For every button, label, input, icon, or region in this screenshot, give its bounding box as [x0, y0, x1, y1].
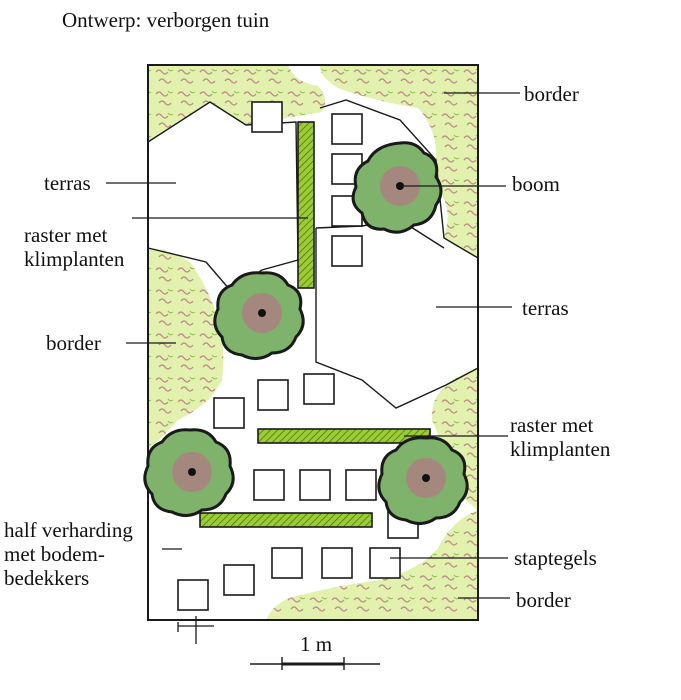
- label-raster-right: raster met klimplanten: [510, 413, 610, 461]
- stepping-stone: [303, 373, 335, 405]
- label-line: klimplanten: [510, 437, 611, 461]
- stepping-stone: [257, 379, 289, 411]
- label-line: raster met: [24, 223, 108, 247]
- label-boom: boom: [512, 172, 560, 196]
- border-planting-top-left: [148, 65, 326, 142]
- stepping-stone: [223, 564, 255, 596]
- trellis-vertical: [297, 121, 315, 289]
- label-line: klimplanten: [24, 247, 125, 271]
- stepping-stone: [213, 397, 245, 429]
- stepping-stone: [299, 469, 331, 501]
- label-border-bottom-right: border: [516, 588, 571, 612]
- scale-bar: [250, 657, 380, 670]
- trellis-horizontal-lower: [199, 512, 373, 528]
- border-planting-bottom: [266, 510, 478, 620]
- stepping-stone: [251, 101, 283, 133]
- label-half-verharding: half verharding met bodem- bedekkers: [4, 518, 133, 590]
- stepping-stones: [177, 101, 419, 611]
- label-staptegels: staptegels: [514, 546, 597, 570]
- label-line: half verharding: [4, 518, 133, 542]
- label-terras-left: terras: [44, 171, 91, 195]
- stepping-stone: [369, 547, 401, 579]
- stepping-stone: [253, 469, 285, 501]
- label-line: bedekkers: [4, 566, 90, 590]
- tree-middle-left: [213, 271, 305, 360]
- label-line: raster met: [510, 413, 594, 437]
- page-title: Ontwerp: verborgen tuin: [62, 8, 270, 32]
- scale-label: 1 m: [300, 632, 333, 656]
- stepping-stone: [271, 547, 303, 579]
- label-border-top-right: border: [524, 82, 579, 106]
- dimension-ticks: [177, 616, 214, 644]
- tree-lower-right: [377, 436, 469, 525]
- label-line: met bodem-: [4, 542, 105, 566]
- border-planting-right: [431, 368, 478, 510]
- stepping-stone: [321, 547, 353, 579]
- stepping-stone: [177, 579, 209, 611]
- label-terras-right: terras: [522, 296, 569, 320]
- label-raster-left: raster met klimplanten: [24, 223, 124, 271]
- tree-top-right: [351, 141, 443, 234]
- stepping-stone: [331, 235, 363, 267]
- leader-lines: [106, 92, 520, 599]
- label-border-left: border: [46, 331, 101, 355]
- stepping-stone: [331, 113, 363, 145]
- border-planting-left: [148, 248, 224, 450]
- border-planting-top-right: [319, 65, 478, 258]
- stepping-stone: [345, 469, 377, 501]
- tree-lower-left: [143, 428, 235, 517]
